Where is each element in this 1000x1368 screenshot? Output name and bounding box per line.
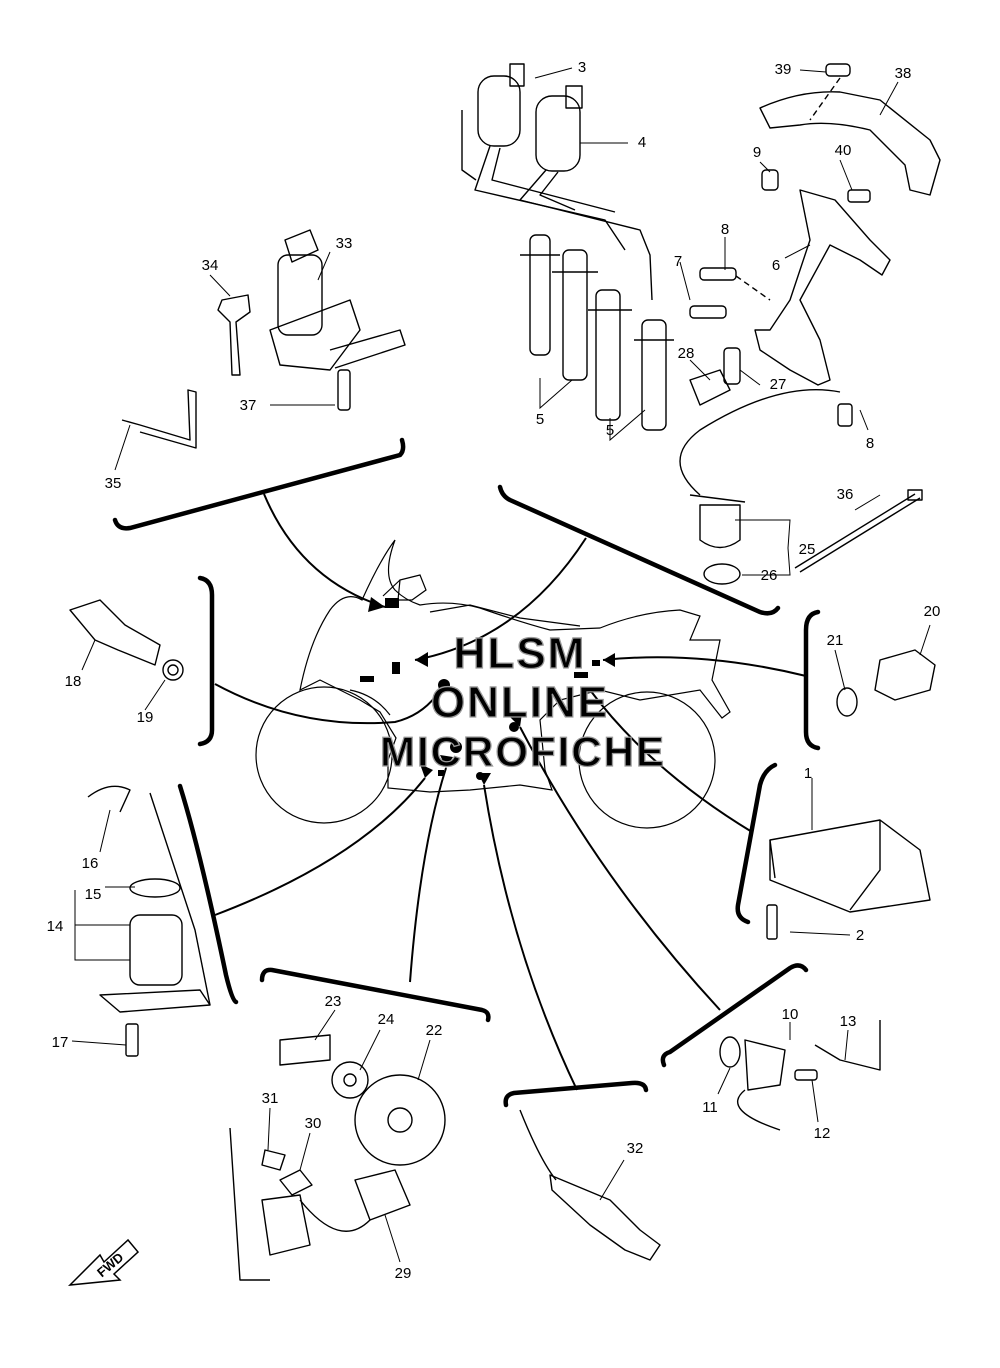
- ecu-part: [766, 819, 931, 940]
- cable-tie-part: [794, 489, 923, 573]
- watermark-line3: MICROFICHE: [380, 728, 666, 775]
- callout-33: 33: [336, 235, 353, 252]
- temp-sensor-part: [69, 599, 184, 681]
- callout-39: 39: [775, 61, 792, 78]
- motorcycle-outline: [255, 539, 731, 829]
- callout-30: 30: [305, 1115, 322, 1132]
- callout-31: 31: [262, 1090, 279, 1107]
- callout-8b: 8: [866, 435, 874, 452]
- callout-4: 4: [638, 134, 646, 151]
- callout-29: 29: [395, 1265, 412, 1282]
- forward-arrow-icon: FWD: [67, 1238, 140, 1286]
- motorcycle-part-markers: [360, 598, 600, 780]
- o2-sensor-part: [519, 1109, 661, 1261]
- watermark-line1: HLSM: [454, 629, 587, 678]
- watermark-line2: ONLINE: [431, 678, 609, 727]
- callout-25: 25: [799, 541, 816, 558]
- callout-37: 37: [240, 397, 257, 414]
- callout-13: 13: [840, 1013, 857, 1030]
- callout-8a: 8: [721, 221, 729, 238]
- pickup-rotor-part: [229, 1034, 446, 1281]
- group-brackets: [112, 437, 821, 1108]
- callout-26: 26: [761, 567, 778, 584]
- callout-27: 27: [770, 376, 787, 393]
- callout-6: 6: [772, 257, 780, 274]
- leader-arrowheads: [368, 597, 615, 785]
- callout-3: 3: [578, 59, 586, 76]
- callout-38: 38: [895, 65, 912, 82]
- callout-34: 34: [202, 257, 219, 274]
- callout-19: 19: [137, 709, 154, 726]
- callout-15: 15: [85, 886, 102, 903]
- ignition-coil-part: [461, 63, 674, 431]
- solenoid-part: [87, 785, 211, 1057]
- callout-36: 36: [837, 486, 854, 503]
- callout-5b: 5: [606, 422, 614, 439]
- pressure-sensor-part: [836, 649, 936, 717]
- callout-7: 7: [674, 253, 682, 270]
- callout-11: 11: [702, 1099, 718, 1116]
- callout-35: 35: [105, 475, 122, 492]
- callout-17: 17: [52, 1034, 69, 1051]
- callout-21: 21: [827, 632, 844, 649]
- callout-23: 23: [325, 993, 342, 1010]
- speed-sensor-part: [719, 1020, 881, 1131]
- callout-1: 1: [804, 765, 812, 782]
- bracket-cover-part: [689, 63, 941, 427]
- watermark: HLSM ONLINE MICROFICHE: [379, 628, 666, 775]
- callout-14: 14: [47, 918, 64, 935]
- callout-20: 20: [924, 603, 941, 620]
- callout-28: 28: [678, 345, 695, 362]
- callout-22: 22: [426, 1022, 443, 1039]
- callout-12: 12: [814, 1125, 831, 1142]
- callout-16: 16: [82, 855, 99, 872]
- callout-10: 10: [782, 1006, 799, 1023]
- callout-32: 32: [627, 1140, 644, 1157]
- callout-40: 40: [835, 142, 852, 159]
- callout-18: 18: [65, 673, 82, 690]
- callout-numbers: 1 2 3 4 5 5 6 7 8 8 9 10 11 12 13 14 15 …: [47, 59, 941, 1282]
- steering-lock-part: [121, 229, 406, 449]
- callout-2: 2: [856, 927, 864, 944]
- callout-leaders: [71, 67, 931, 1263]
- leader-lines: [214, 493, 807, 1091]
- callout-5a: 5: [536, 411, 544, 428]
- callout-9: 9: [753, 144, 761, 161]
- crank-sensor-part: [679, 369, 841, 585]
- callout-24: 24: [378, 1011, 395, 1028]
